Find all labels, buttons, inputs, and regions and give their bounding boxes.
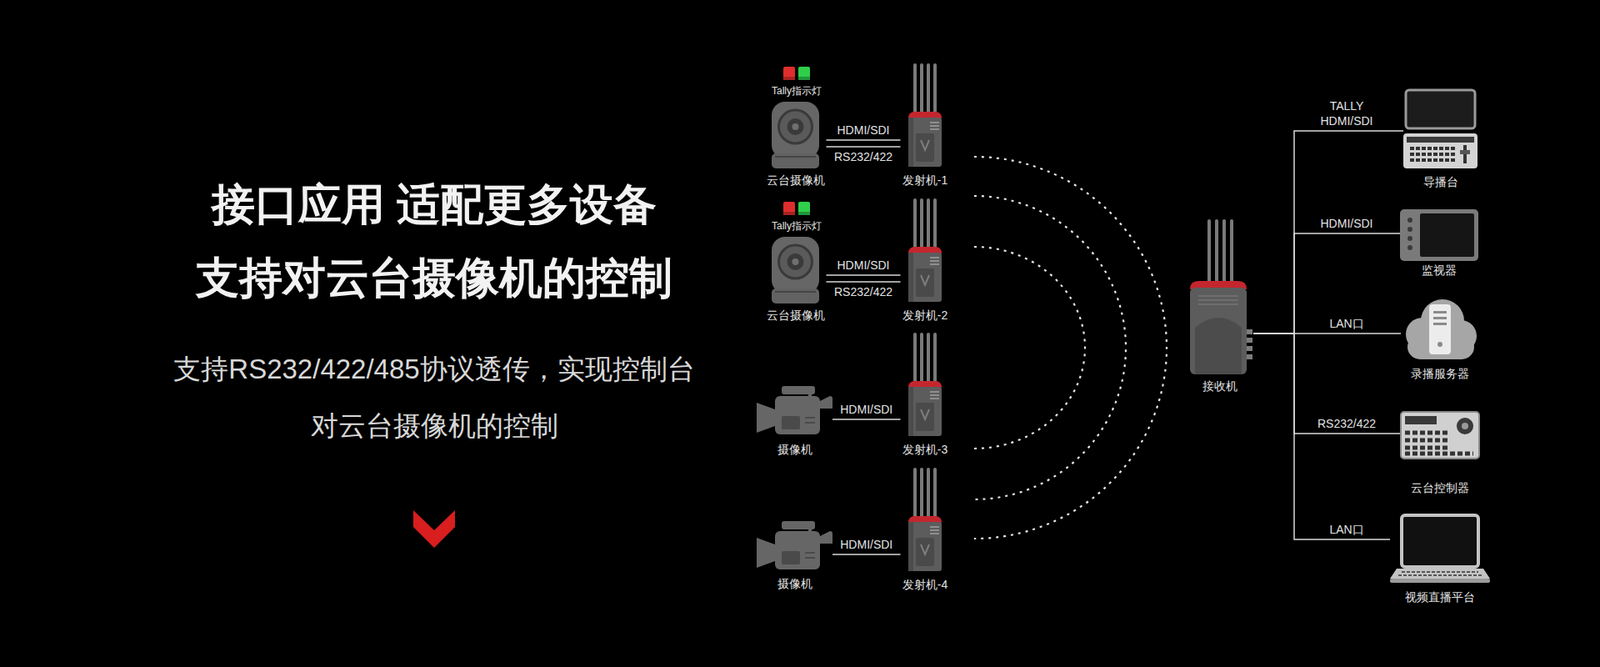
- transmitter: 发射机-2: [900, 198, 950, 323]
- transmitter: 发射机-3: [900, 332, 950, 457]
- cable-label: HDMI/SDI: [838, 536, 895, 552]
- wave: [974, 156, 1167, 539]
- switcher-icon: [1403, 90, 1478, 169]
- server-cloud-icon: [1405, 299, 1477, 360]
- cable-label: HDMI/SDI: [835, 257, 892, 273]
- cable-label: RS232/422: [832, 149, 895, 165]
- cable-label: TALLY HDMI/SDI: [1310, 98, 1384, 129]
- chevron: [413, 510, 455, 548]
- cable-label: HDMI/SDI: [838, 401, 895, 417]
- signal-cable: [826, 274, 901, 276]
- cable-label: RS232/422: [1315, 415, 1378, 431]
- caption: 支持RS232/422/485协议透传，实现控制台 对云台摄像机的控制: [173, 353, 695, 441]
- node-label: 云台摄像机: [766, 307, 825, 323]
- camcorder-icon: [756, 520, 833, 570]
- transmitter: 发射机-1: [900, 63, 950, 188]
- wave: [974, 195, 1126, 500]
- signal-cable: [832, 418, 901, 420]
- live-platform: 视频直播平台: [1390, 513, 1490, 605]
- cable-label: HDMI/SDI: [835, 122, 892, 138]
- camcorder: 摄像机: [756, 385, 833, 457]
- signal-cable: [1253, 333, 1390, 540]
- node-label: 发射机-4: [902, 576, 948, 592]
- node-label: 监视器: [1421, 262, 1457, 278]
- cable-label: RS232/422: [832, 284, 895, 300]
- camcorder: 摄像机: [756, 520, 833, 591]
- signal-cable: [1253, 130, 1404, 334]
- node-label: 接收机: [1202, 378, 1238, 394]
- ptz-camera-icon: [771, 236, 820, 304]
- recording-server: 录播服务器: [1400, 295, 1479, 381]
- monitor: 监视器: [1400, 209, 1479, 278]
- ptz-camera: 云台摄像机: [765, 101, 827, 188]
- node-label: 摄像机: [777, 575, 813, 591]
- node-label: 发射机-3: [902, 441, 948, 457]
- node-label: 视频直播平台: [1405, 589, 1475, 605]
- transmitter-icon: [908, 332, 942, 436]
- transmitter-icon: [908, 63, 942, 167]
- receiver-icon: [1190, 219, 1253, 375]
- signal-cable: [1253, 333, 1400, 434]
- transmitter-icon: [908, 467, 942, 571]
- camcorder-icon: [756, 385, 833, 435]
- wireless-waves: [974, 156, 1167, 539]
- node-label: 云台控制器: [1410, 480, 1470, 495]
- switcher: 导播台: [1403, 88, 1478, 190]
- signal-cable: [832, 553, 901, 555]
- cable-label: LAN口: [1327, 315, 1365, 331]
- wave: [974, 246, 1085, 449]
- cable-label: LAN口: [1327, 521, 1365, 537]
- transmitter: 发射机-4: [900, 467, 950, 592]
- ptz-camera: 云台摄像机: [765, 236, 827, 323]
- transmitter-icon: [908, 198, 942, 302]
- node-label: 发射机-2: [902, 307, 948, 323]
- node-label: 云台摄像机: [766, 172, 825, 188]
- cable-label: HDMI/SDI: [1319, 215, 1375, 231]
- signal-cable: [826, 139, 901, 141]
- laptop-icon: [1390, 515, 1490, 583]
- ptz-controller: 云台控制器: [1400, 410, 1480, 495]
- node-label: 摄像机: [777, 441, 813, 457]
- signal-cable: [826, 145, 901, 148]
- signal-cable: [1253, 233, 1400, 334]
- node-label: Tally指示灯: [771, 219, 822, 233]
- tally-light: Tally指示灯: [770, 201, 825, 233]
- title: 接口应用 适配更多设备 支持对云台摄像机的控制: [195, 180, 673, 302]
- monitor-icon: [1400, 209, 1479, 261]
- tally-light-icon: [783, 201, 810, 215]
- signal-cable: [826, 280, 901, 283]
- node-label: 导播台: [1423, 174, 1459, 190]
- ptz-camera-icon: [771, 101, 820, 169]
- receiver: 接收机: [1186, 219, 1254, 394]
- node-label: 发射机-1: [902, 172, 948, 188]
- node-label: 录播服务器: [1410, 365, 1470, 381]
- node-label: Tally指示灯: [771, 84, 822, 98]
- tally-light: Tally指示灯: [770, 66, 825, 98]
- ptz-controller-icon: [1400, 411, 1480, 459]
- tally-light-icon: [783, 66, 810, 80]
